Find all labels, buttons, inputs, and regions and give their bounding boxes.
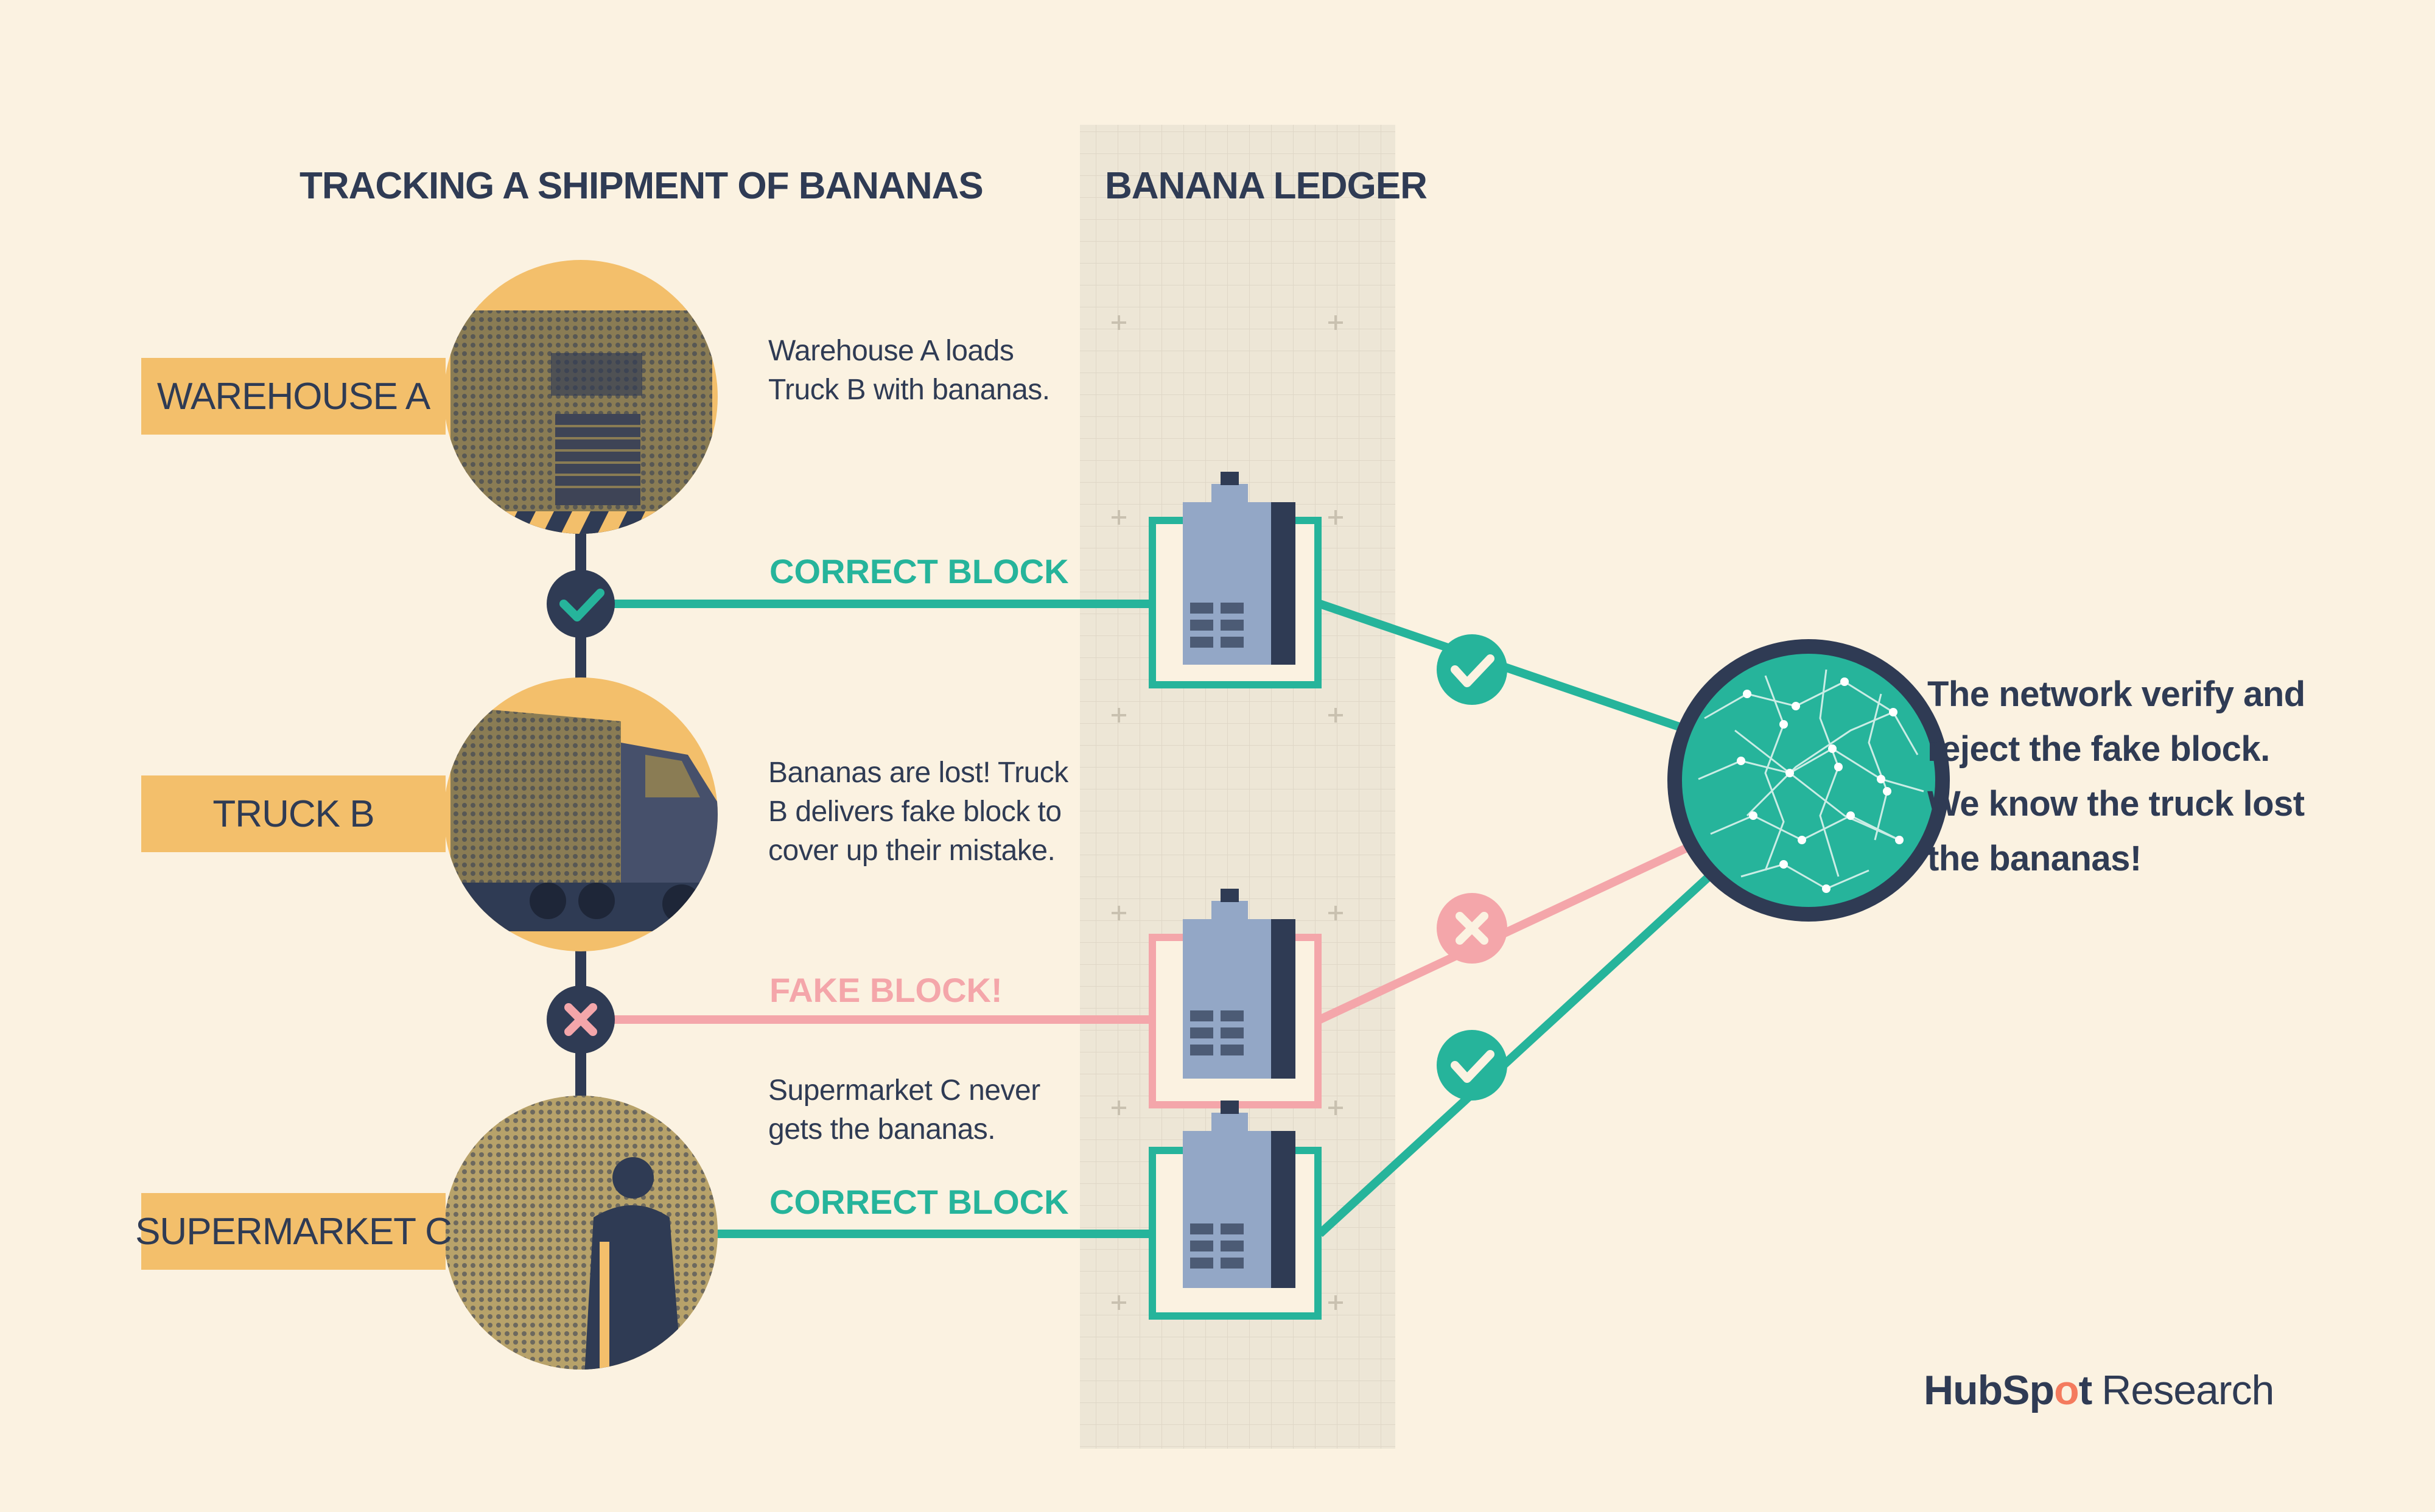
- stop-label-supermarket: SUPERMARKET C: [135, 1193, 452, 1270]
- server-block-icon: [1149, 472, 1322, 688]
- block-label-fake: FAKE BLOCK!: [769, 971, 1003, 1009]
- network-globe-icon: [1667, 639, 1950, 922]
- result-line: reject the fake block.: [1927, 729, 2270, 769]
- result-line: The network verify and: [1927, 674, 2305, 714]
- network-line-1: [1318, 600, 1719, 744]
- warehouse-photo: [444, 260, 718, 534]
- check-icon: [547, 570, 615, 638]
- cross-icon: [547, 985, 615, 1054]
- stop-description-truck: Bananas are lost! Truck B delivers fake …: [768, 754, 1068, 870]
- stop-label-warehouse: WAREHOUSE A: [141, 358, 446, 435]
- description-line: B delivers fake block to: [768, 796, 1062, 828]
- result-line: We know the truck lost: [1927, 784, 2305, 824]
- tracking-title: TRACKING A SHIPMENT OF BANANAS: [300, 165, 984, 207]
- block-label-correct-1: CORRECT BLOCK: [769, 552, 1069, 590]
- truck-photo: [444, 677, 718, 951]
- description-line: Truck B with bananas.: [768, 374, 1050, 406]
- block-label-correct-2: CORRECT BLOCK: [769, 1183, 1069, 1221]
- check-icon: [1437, 634, 1507, 705]
- server-block-icon: [1149, 1101, 1322, 1320]
- brand-research: Research: [2101, 1367, 2274, 1413]
- ledger-title: BANANA LEDGER: [1105, 165, 1428, 207]
- description-line: Warehouse A loads: [768, 335, 1014, 367]
- result-line: the bananas!: [1927, 839, 2142, 878]
- description-line: cover up their mistake.: [768, 835, 1056, 867]
- network-line-2: [1317, 855, 1732, 1237]
- stop-description-supermarket: Supermarket C never gets the bananas.: [768, 1071, 1040, 1149]
- ledger-strip: [1080, 125, 1395, 1449]
- network-result-text: The network verify and reject the fake b…: [1927, 667, 2305, 886]
- description-line: Bananas are lost! Truck: [768, 757, 1068, 789]
- cross-icon: [1437, 893, 1507, 964]
- description-line: gets the bananas.: [768, 1113, 996, 1146]
- brand-sprocket: o: [2054, 1367, 2079, 1413]
- check-icon: [1437, 1030, 1507, 1101]
- stop-description-warehouse: Warehouse A loads Truck B with bananas.: [768, 332, 1050, 410]
- supermarket-photo: [444, 1096, 718, 1370]
- brand-hub: HubSp: [1924, 1367, 2055, 1413]
- network-line-fake: [1318, 830, 1719, 1024]
- stop-label-truck: TRUCK B: [141, 775, 446, 852]
- brand-t: t: [2078, 1367, 2093, 1413]
- description-line: Supermarket C never: [768, 1074, 1040, 1107]
